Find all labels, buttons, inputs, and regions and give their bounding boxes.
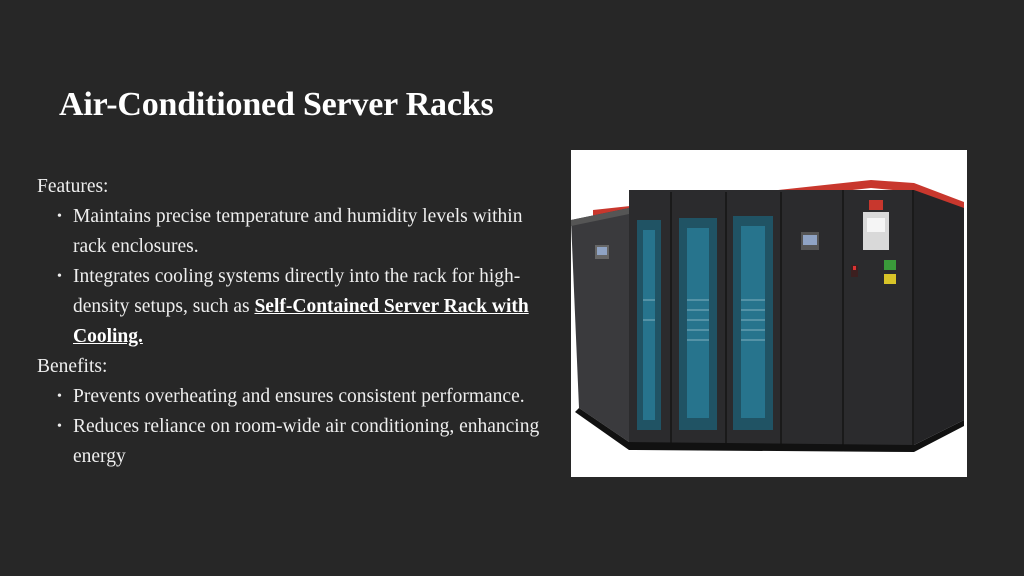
list-item: • Prevents overheating and ensures consi… — [57, 382, 557, 412]
bullet-icon: • — [57, 419, 62, 434]
slide-body: Features: • Maintains precise temperatur… — [37, 172, 557, 472]
server-rack-photo-icon — [571, 150, 967, 477]
bullet-icon: • — [57, 209, 62, 224]
bullet-icon: • — [57, 269, 62, 284]
features-list: • Maintains precise temperature and humi… — [37, 202, 557, 352]
server-rack-image — [571, 150, 967, 477]
features-heading: Features: — [37, 176, 109, 197]
list-item: • Integrates cooling systems directly in… — [57, 262, 557, 352]
benefits-list: • Prevents overheating and ensures consi… — [37, 382, 557, 472]
list-item: • Maintains precise temperature and humi… — [57, 202, 557, 262]
self-contained-rack-link[interactable]: Self-Contained Server Rack with Cooling. — [73, 296, 529, 347]
slide-title: Air-Conditioned Server Racks — [59, 86, 494, 123]
benefits-heading: Benefits: — [37, 356, 108, 377]
bullet-icon: • — [57, 389, 62, 404]
list-item: • Reduces reliance on room-wide air cond… — [57, 412, 557, 472]
